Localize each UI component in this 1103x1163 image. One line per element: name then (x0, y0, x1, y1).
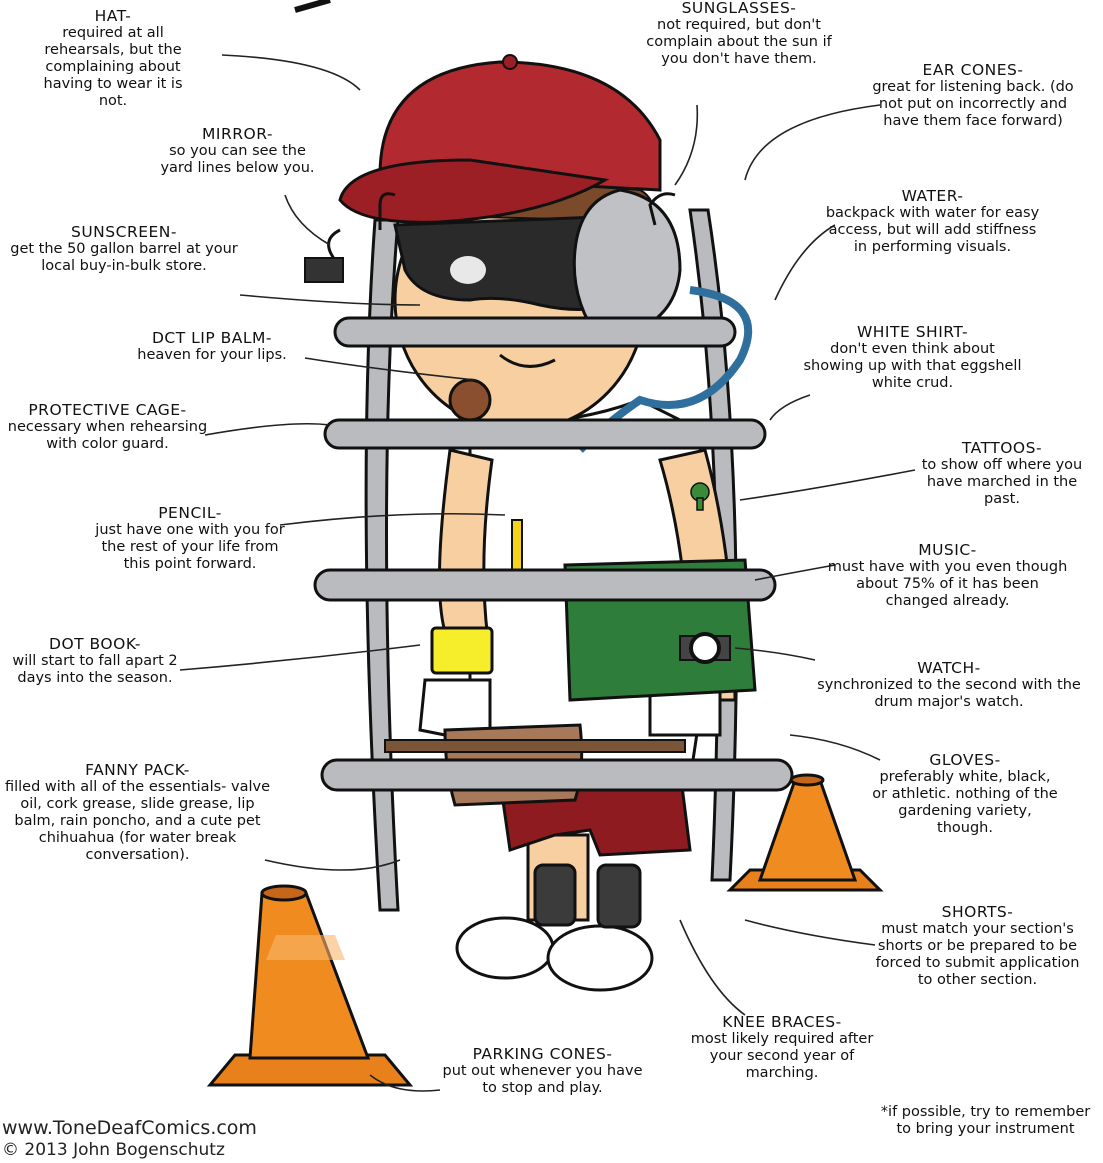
annotation-parking-cones: PARKING CONES- put out whenever you have… (435, 1046, 650, 1097)
top-squiggle (295, 0, 330, 10)
annotation-water: WATER- backpack with water for easy acce… (825, 188, 1040, 256)
annotation-text: great for listening back. (do not put on… (868, 79, 1078, 130)
annotation-heading: FANNY PACK- (0, 762, 275, 779)
annotation-gloves: GLOVES- preferably white, black, or athl… (870, 752, 1060, 837)
annotation-heading: GLOVES- (870, 752, 1060, 769)
annotation-lip-balm: DCT LIP BALM- heaven for your lips. (112, 330, 312, 364)
dot-book-icon (432, 628, 492, 673)
annotation-text: must have with you even though about 75%… (825, 559, 1070, 610)
footer: www.ToneDeafComics.com © 2013 John Bogen… (2, 1117, 257, 1161)
annotation-heading: WATER- (825, 188, 1040, 205)
annotation-heading: EAR CONES- (868, 62, 1078, 79)
annotation-text: synchronized to the second with the drum… (808, 677, 1090, 711)
footer-url: www.ToneDeafComics.com (2, 1117, 257, 1139)
annotation-mirror: MIRROR- so you can see the yard lines be… (160, 126, 315, 177)
annotation-heading: PENCIL- (95, 505, 285, 522)
annotation-music: MUSIC- must have with you even though ab… (825, 542, 1070, 610)
annotation-heading: DOT BOOK- (0, 636, 190, 653)
annotation-ear-cones: EAR CONES- great for listening back. (do… (868, 62, 1078, 130)
annotation-fanny-pack: FANNY PACK- filled with all of the essen… (0, 762, 275, 864)
annotation-knee-braces: KNEE BRACES- most likely required after … (682, 1014, 882, 1082)
annotation-sunscreen: SUNSCREEN- get the 50 gallon barrel at y… (0, 224, 248, 275)
annotation-heading: WATCH- (808, 660, 1090, 677)
annotation-heading: WHITE SHIRT- (800, 324, 1025, 341)
annotation-heading: SHORTS- (870, 904, 1085, 921)
left-parking-cone-icon (210, 886, 410, 1085)
annotation-text: just have one with you for the rest of y… (95, 522, 285, 573)
annotation-heading: SUNSCREEN- (0, 224, 248, 241)
annotation-text: not required, but don't complain about t… (634, 17, 844, 68)
watch-icon (680, 634, 730, 662)
right-parking-cone-icon (730, 775, 880, 890)
annotation-text: don't even think about showing up with t… (800, 341, 1025, 392)
annotation-sunglasses: SUNGLASSES- not required, but don't comp… (634, 0, 844, 68)
annotation-text: backpack with water for easy access, but… (825, 205, 1040, 256)
footnote: *if possible, try to remember to bring y… (878, 1104, 1093, 1138)
annotation-text: will start to fall apart 2 days into the… (0, 653, 190, 687)
knee-brace-left-icon (535, 865, 575, 925)
annotation-heading: PROTECTIVE CAGE- (0, 402, 215, 419)
annotation-heading: TATTOOS- (912, 440, 1092, 457)
annotation-tattoos: TATTOOS- to show off where you have marc… (912, 440, 1092, 508)
annotation-watch: WATCH- synchronized to the second with t… (808, 660, 1090, 711)
annotation-white-shirt: WHITE SHIRT- don't even think about show… (800, 324, 1025, 392)
knee-brace-right-icon (598, 865, 640, 927)
annotation-text: required at all rehearsals, but the comp… (38, 25, 188, 110)
footer-copyright: © 2013 John Bogenschutz (2, 1139, 257, 1161)
annotation-shorts: SHORTS- must match your section's shorts… (870, 904, 1085, 989)
annotation-heading: HAT- (0, 8, 226, 25)
annotation-protective-cage: PROTECTIVE CAGE- necessary when rehearsi… (0, 402, 215, 453)
annotation-text: heaven for your lips. (112, 347, 312, 364)
annotation-text: must match your section's shorts or be p… (870, 921, 1085, 989)
annotation-text: preferably white, black, or athletic. no… (870, 769, 1060, 837)
annotation-text: so you can see the yard lines below you. (160, 143, 315, 177)
annotation-dot-book: DOT BOOK- will start to fall apart 2 day… (0, 636, 190, 687)
annotation-heading: SUNGLASSES- (634, 0, 844, 17)
annotation-heading: MUSIC- (825, 542, 1070, 559)
shoes-icon (457, 918, 652, 990)
annotation-text: necessary when rehearsing with color gua… (0, 419, 215, 453)
annotation-text: put out whenever you have to stop and pl… (435, 1063, 650, 1097)
annotation-text: most likely required after your second y… (682, 1031, 882, 1082)
annotation-pencil: PENCIL- just have one with you for the r… (95, 505, 285, 573)
annotation-text: filled with all of the essentials- valve… (0, 779, 275, 864)
lip-balm-icon (450, 380, 490, 420)
annotation-heading: DCT LIP BALM- (112, 330, 312, 347)
annotation-heading: MIRROR- (160, 126, 315, 143)
annotation-heading: PARKING CONES- (435, 1046, 650, 1063)
annotation-heading: KNEE BRACES- (682, 1014, 882, 1031)
annotation-text: to show off where you have marched in th… (912, 457, 1092, 508)
annotation-hat: HAT- required at all rehearsals, but the… (0, 8, 226, 110)
annotation-text: get the 50 gallon barrel at your local b… (0, 241, 248, 275)
mirror-icon (305, 230, 343, 282)
